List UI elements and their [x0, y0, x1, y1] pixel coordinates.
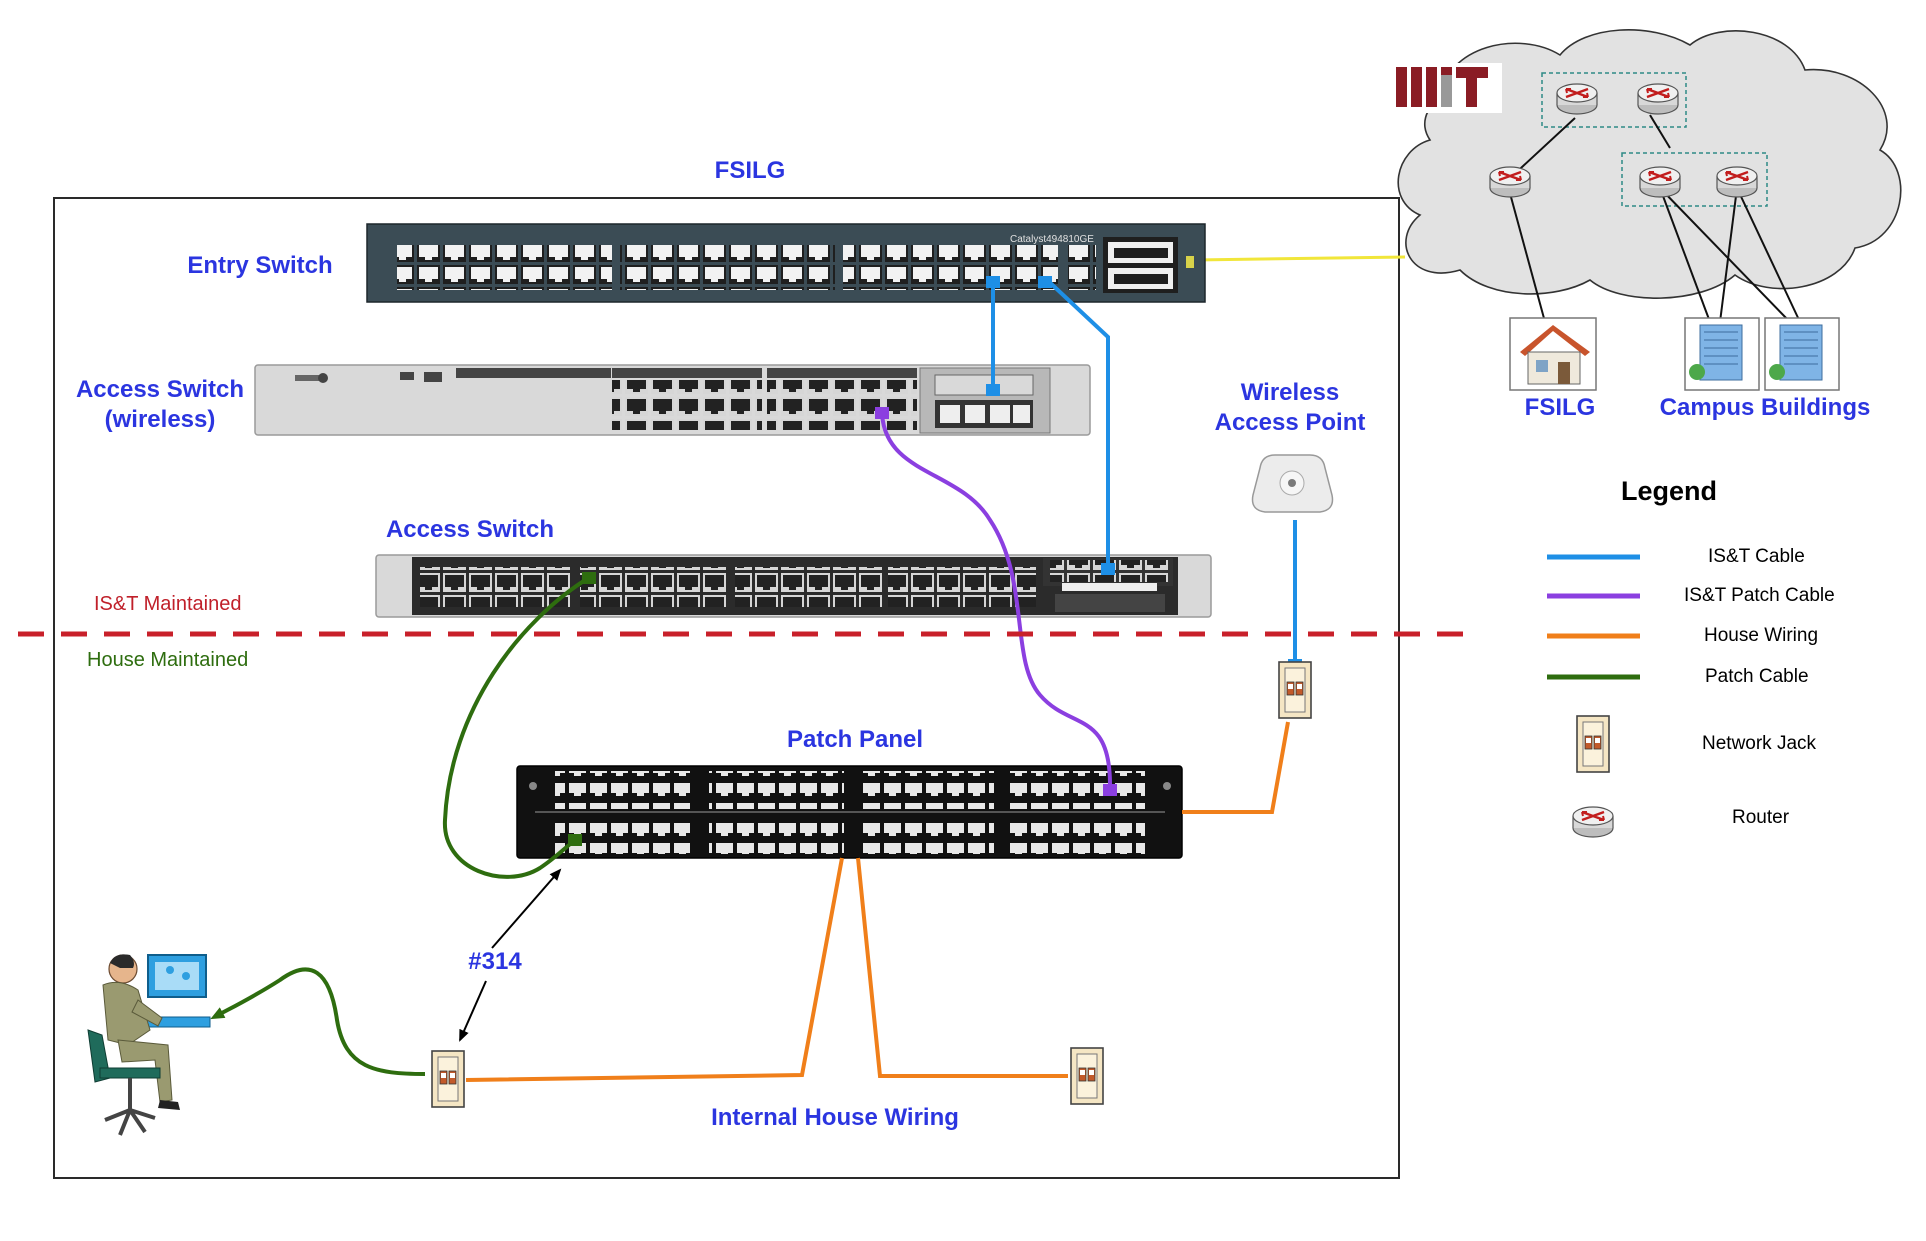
router-icon	[1488, 165, 1532, 199]
router-icon	[1638, 165, 1682, 199]
house-icon	[1509, 317, 1597, 391]
access-switch-wireless-label: Access Switch (wireless)	[60, 375, 260, 435]
wireless-access-point-label-line2: Access Point	[1214, 409, 1366, 436]
legend-label-house-wiring: House Wiring	[1704, 625, 1819, 646]
router-group-top	[1541, 72, 1687, 128]
jack-314-label: #314	[468, 948, 522, 975]
ist-maintained-label: IS&T Maintained	[94, 593, 242, 615]
legend-label-ist-patch-cable: IS&T Patch Cable	[1684, 585, 1835, 606]
entry-switch: Catalyst494810GE	[366, 223, 1206, 303]
network-jack-icon	[1070, 1047, 1104, 1105]
access-switch-wireless-label-line2: (wireless)	[104, 406, 216, 433]
wireless-access-point-icon	[1251, 454, 1334, 513]
campus-buildings-label: Campus Buildings	[1659, 394, 1871, 421]
building-icon	[1764, 317, 1840, 391]
campus-fsilg-label: FSILG	[1524, 394, 1596, 421]
patch-panel	[516, 765, 1183, 859]
legend-swatches	[1547, 554, 1640, 839]
legend-label-patch-cable: Patch Cable	[1705, 666, 1809, 687]
mit-logo	[1395, 63, 1502, 113]
router-icon	[1715, 165, 1759, 199]
patch-cable	[442, 575, 592, 879]
network-jack-icon	[1278, 661, 1312, 719]
legend-router-icon	[1571, 805, 1615, 839]
jack-314-arrow-to-panel	[491, 868, 562, 949]
wireless-access-point-label: Wireless Access Point	[1200, 378, 1380, 438]
switch-model-label: Catalyst494810GE	[1010, 234, 1094, 245]
wireless-access-point-label-line1: Wireless	[1240, 379, 1340, 406]
access-switch-label: Access Switch	[385, 516, 555, 543]
legend-jack-icon	[1576, 715, 1610, 773]
uplink-cable	[1194, 255, 1406, 262]
patch-cable-user	[210, 967, 426, 1076]
house-wiring	[465, 721, 1290, 1082]
ist-patch-cable	[880, 412, 1112, 786]
building-icon	[1684, 317, 1760, 391]
legend-label-router: Router	[1732, 807, 1790, 828]
access-switch-wireless	[254, 364, 1091, 436]
legend-title: Legend	[1620, 476, 1717, 506]
router-group-right	[1621, 152, 1768, 207]
user-at-computer-icon	[87, 954, 211, 1136]
diagram-title: FSILG	[714, 157, 786, 184]
patch-panel-label: Patch Panel	[786, 726, 924, 753]
router-icon	[1555, 82, 1599, 116]
legend-label-ist-cable: IS&T Cable	[1708, 546, 1805, 567]
cloud-links	[1507, 114, 1801, 323]
internal-house-wiring-label: Internal House Wiring	[711, 1104, 959, 1131]
ist-cables	[991, 276, 1297, 665]
house-maintained-label: House Maintained	[87, 649, 249, 671]
router-icon	[1636, 82, 1680, 116]
jack-314-arrow-to-jack	[459, 980, 487, 1042]
access-switch	[375, 554, 1212, 618]
network-jack-icon	[431, 1050, 465, 1108]
campus-cloud	[1397, 29, 1902, 299]
entry-switch-label: Entry Switch	[187, 252, 333, 279]
access-switch-wireless-label-line1: Access Switch	[75, 376, 245, 403]
legend-label-network-jack: Network Jack	[1702, 733, 1817, 754]
fsilg-boundary	[53, 197, 1400, 1179]
